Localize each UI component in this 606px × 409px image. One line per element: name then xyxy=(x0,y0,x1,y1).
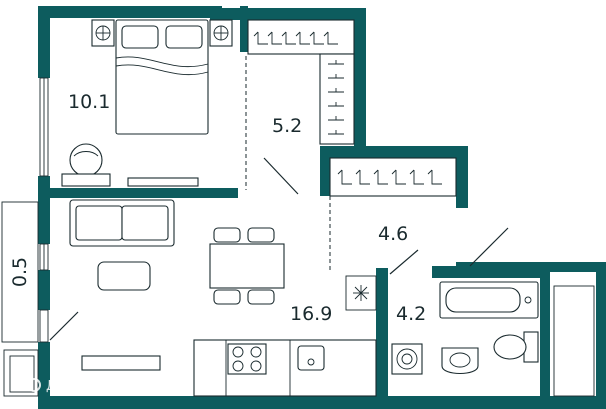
chair xyxy=(213,227,241,243)
wall-segment xyxy=(320,146,330,196)
wall-bath-right xyxy=(540,266,550,408)
doors xyxy=(49,56,509,341)
tv-stand xyxy=(81,355,161,371)
door-leaf-closet xyxy=(263,157,299,195)
window-living-low xyxy=(39,309,49,343)
sofa-icon xyxy=(69,199,175,247)
area-label-balcony: 0.5 xyxy=(9,257,31,287)
bathtub-icon xyxy=(439,281,539,319)
armchair-icon xyxy=(61,143,111,187)
ventilation-shaft-icon xyxy=(345,275,377,311)
ventilation-shaft-icon xyxy=(9,355,35,393)
balcony xyxy=(1,201,39,397)
wall-bedroom-closet xyxy=(240,6,248,52)
wardrobe-hall xyxy=(329,157,457,197)
sink-icon xyxy=(297,345,325,371)
pillow xyxy=(121,25,159,49)
dining-table-icon xyxy=(209,227,285,305)
wall-bottom xyxy=(38,396,606,409)
wall-top-hall-wardrobe xyxy=(320,146,468,158)
area-label-closet: 5.2 xyxy=(272,115,302,137)
balcony-outline xyxy=(1,201,39,343)
area-label-bedroom: 10.1 xyxy=(68,91,110,113)
wall-left-living xyxy=(38,198,50,244)
sink-icon xyxy=(441,347,479,375)
wall-bedroom-living xyxy=(38,188,238,198)
wardrobe-hanger-icon xyxy=(337,169,442,185)
balcony-right xyxy=(553,285,595,397)
wall-top-closet xyxy=(210,8,366,20)
watermark-logo-icon xyxy=(27,378,41,392)
bed-icon xyxy=(91,19,233,135)
watermark-text: Домклик xyxy=(46,379,107,394)
wardrobe-hanger-icon xyxy=(328,60,344,135)
washing-machine-icon xyxy=(391,343,423,375)
wall-right-closet xyxy=(354,8,366,158)
kitchen-counter xyxy=(193,339,377,397)
wall-bath-left xyxy=(376,268,388,408)
area-label-hall: 4.6 xyxy=(378,223,408,245)
watermark: Домклик xyxy=(27,378,107,394)
wall-left-living-low xyxy=(38,270,50,310)
walls xyxy=(38,6,606,409)
wall-top-bedroom xyxy=(38,6,222,18)
area-label-bathroom: 4.2 xyxy=(396,303,426,325)
wardrobe-hanger-icon xyxy=(253,31,338,45)
stove-icon xyxy=(227,343,267,375)
area-label-living-kitchen: 16.9 xyxy=(290,303,332,325)
door-leaf-balcony-living xyxy=(49,311,79,341)
balcony-corner xyxy=(3,349,39,397)
coffee-table xyxy=(97,261,151,291)
wall-balcony-top xyxy=(456,262,606,272)
pillow xyxy=(165,25,203,49)
chair xyxy=(213,289,241,305)
wardrobe-top xyxy=(247,19,355,55)
chair xyxy=(247,227,275,243)
toilet-icon xyxy=(493,331,539,363)
door-leaf-hall xyxy=(389,249,419,275)
wall-right-hall-wardrobe xyxy=(456,146,468,208)
tv-stand xyxy=(127,177,199,187)
wall-right-edge xyxy=(596,262,606,408)
desk xyxy=(61,173,111,187)
wall-left-bottom xyxy=(38,342,50,409)
windows xyxy=(39,77,49,343)
chair xyxy=(247,289,275,305)
wall-left-upper xyxy=(38,6,50,78)
wardrobe-right xyxy=(319,53,355,145)
door-leaf-balcony xyxy=(469,227,509,267)
